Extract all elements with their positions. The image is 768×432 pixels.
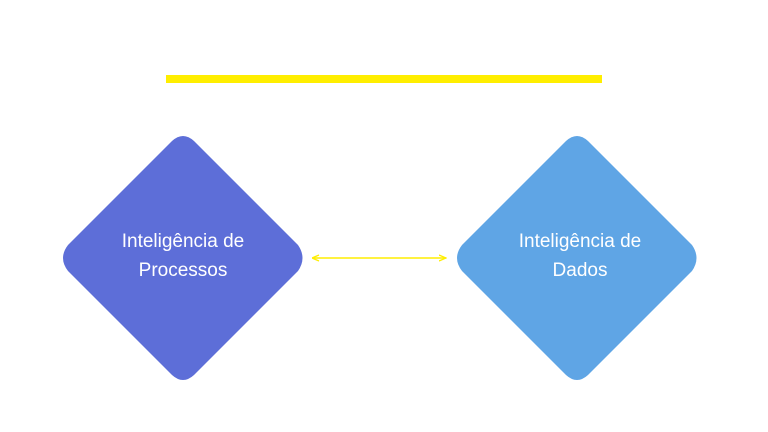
node-label-dados: Inteligência de Dados (495, 227, 665, 285)
node-diamond-dados (457, 136, 697, 380)
node-label-processos-line2: Processos (138, 260, 228, 281)
node-label-dados-line1: Inteligência de (518, 231, 642, 252)
node-label-processos-line1: Inteligência de (121, 231, 245, 252)
node-diamond-processos (63, 136, 303, 380)
top-accent-bar (166, 75, 602, 83)
node-label-processos: Inteligência de Processos (98, 227, 268, 285)
node-label-dados-line2: Dados (552, 260, 608, 281)
